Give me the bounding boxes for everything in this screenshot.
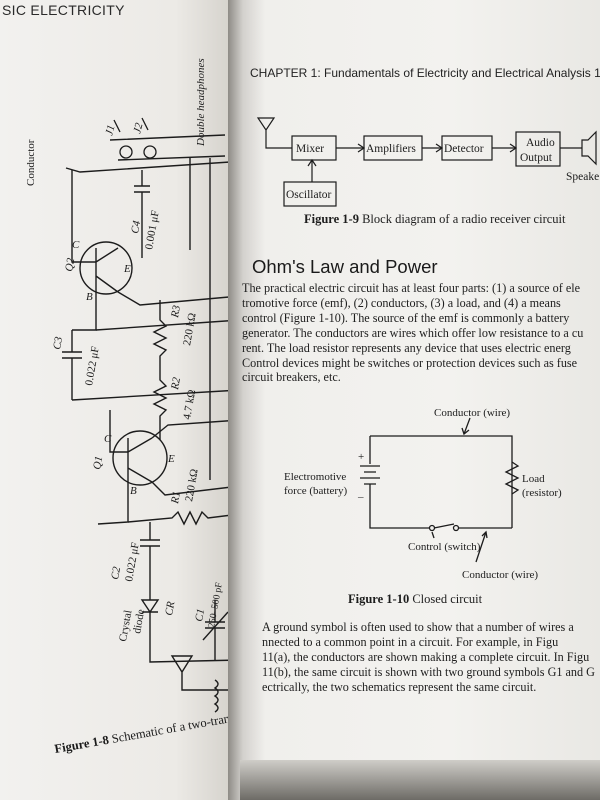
label-emf-line1: Electromotive (284, 471, 346, 483)
label-emf-line2: force (battery) (284, 485, 348, 497)
block-amplifiers-label: Amplifiers (366, 143, 416, 155)
page-bottom-shadow (240, 760, 600, 800)
jack-j1-symbol (119, 145, 133, 159)
label-conductor-bottom: Conductor (wire) (462, 569, 538, 581)
block-audio-output (515, 131, 561, 167)
label-c4: C4 (129, 219, 143, 234)
figure-1-9-caption: Figure 1-9 Block diagram of a radio rece… (304, 212, 566, 226)
label-r2: R2 (169, 376, 183, 392)
label-crystal: Crystal (117, 609, 134, 642)
page-number: 13 (594, 66, 600, 80)
label-control: Control (switch) (408, 541, 481, 553)
label-r3-value: 220 kΩ (181, 312, 199, 347)
label-load-line1: Load (522, 473, 545, 485)
label-diode: diode (131, 608, 147, 634)
label-c2-value: 0.022 μF (123, 542, 142, 583)
left-page: SIC ELECTRICITY (0, 0, 250, 800)
label-conductor: Conductor (25, 139, 37, 186)
label-r1-value: 220 kΩ (183, 468, 201, 503)
right-page: CHAPTER 1: Fundamentals of Electricity a… (228, 0, 600, 800)
running-head-left: SIC ELECTRICITY (2, 2, 125, 18)
label-c1: C1 (193, 608, 207, 623)
label-q1: Q1 (91, 455, 105, 470)
label-conductor-top: Conductor (wire) (434, 407, 510, 419)
block-oscillator (283, 181, 337, 207)
label-minus: – (357, 491, 364, 503)
paragraph-2: A ground symbol is often used to show th… (262, 620, 595, 694)
label-c3-value: 0.022 μF (83, 346, 102, 387)
label-j2: J2 (131, 121, 145, 135)
block-output-label: Output (520, 152, 553, 164)
circuit-top-wire (370, 435, 513, 528)
r1-resistor (127, 510, 241, 526)
figure-1-10-caption: Figure 1-10 Closed circuit (348, 592, 483, 606)
antenna-icon (256, 117, 276, 138)
label-c2: C2 (109, 565, 123, 580)
speaker-label: Speake (566, 171, 599, 183)
block-detector-label: Detector (444, 143, 484, 155)
label-q1-b: B (130, 485, 137, 497)
label-q2-c: C (72, 239, 80, 251)
load-resistor-symbol (504, 461, 520, 495)
figure-1-10-closed-circuit: Conductor (wire) Electromotive force (ba… (284, 407, 562, 581)
figure-1-9-block-diagram: Mixer Amplifiers Detector Audio Output O… (256, 117, 599, 207)
section-title: Ohm's Law and Power (252, 256, 438, 277)
block-oscillator-label: Oscillator (286, 189, 332, 201)
label-plus: + (358, 451, 364, 463)
label-cr: CR (163, 600, 177, 616)
block-mixer-label: Mixer (296, 143, 324, 155)
r2-resistor (152, 372, 168, 440)
q2-transistor-symbol (79, 241, 133, 295)
figure-1-8-schematic: Conductor Double headphones J1 J2 C4 0.0… (25, 58, 241, 713)
label-load-line2: (resistor) (522, 487, 562, 499)
label-q2: Q2 (63, 257, 77, 273)
label-q1-e: E (167, 453, 175, 465)
label-headphones: Double headphones (195, 58, 207, 147)
label-r3: R3 (169, 304, 183, 320)
r3-resistor (152, 300, 168, 372)
battery-symbol (360, 465, 380, 485)
label-j1: J1 (103, 124, 117, 137)
label-r1: R1 (169, 490, 183, 505)
label-q2-b: B (86, 291, 93, 303)
label-c3: C3 (51, 335, 65, 350)
jack-j2-symbol (143, 145, 157, 159)
label-r2-value: 4.7 kΩ (181, 389, 198, 421)
speaker-icon (581, 130, 597, 166)
block-audio-label: Audio (526, 137, 555, 149)
switch-symbol (433, 523, 455, 529)
label-c4-value: 0.001 μF (143, 210, 162, 251)
label-q2-e: E (123, 263, 131, 275)
chapter-head: CHAPTER 1: Fundamentals of Electricity a… (250, 66, 600, 80)
top-conductor-wire (65, 161, 231, 173)
q1-transistor-symbol (112, 430, 168, 486)
paragraph-1: The practical electric circuit has at le… (242, 281, 584, 385)
label-q1-c: C (104, 433, 112, 445)
